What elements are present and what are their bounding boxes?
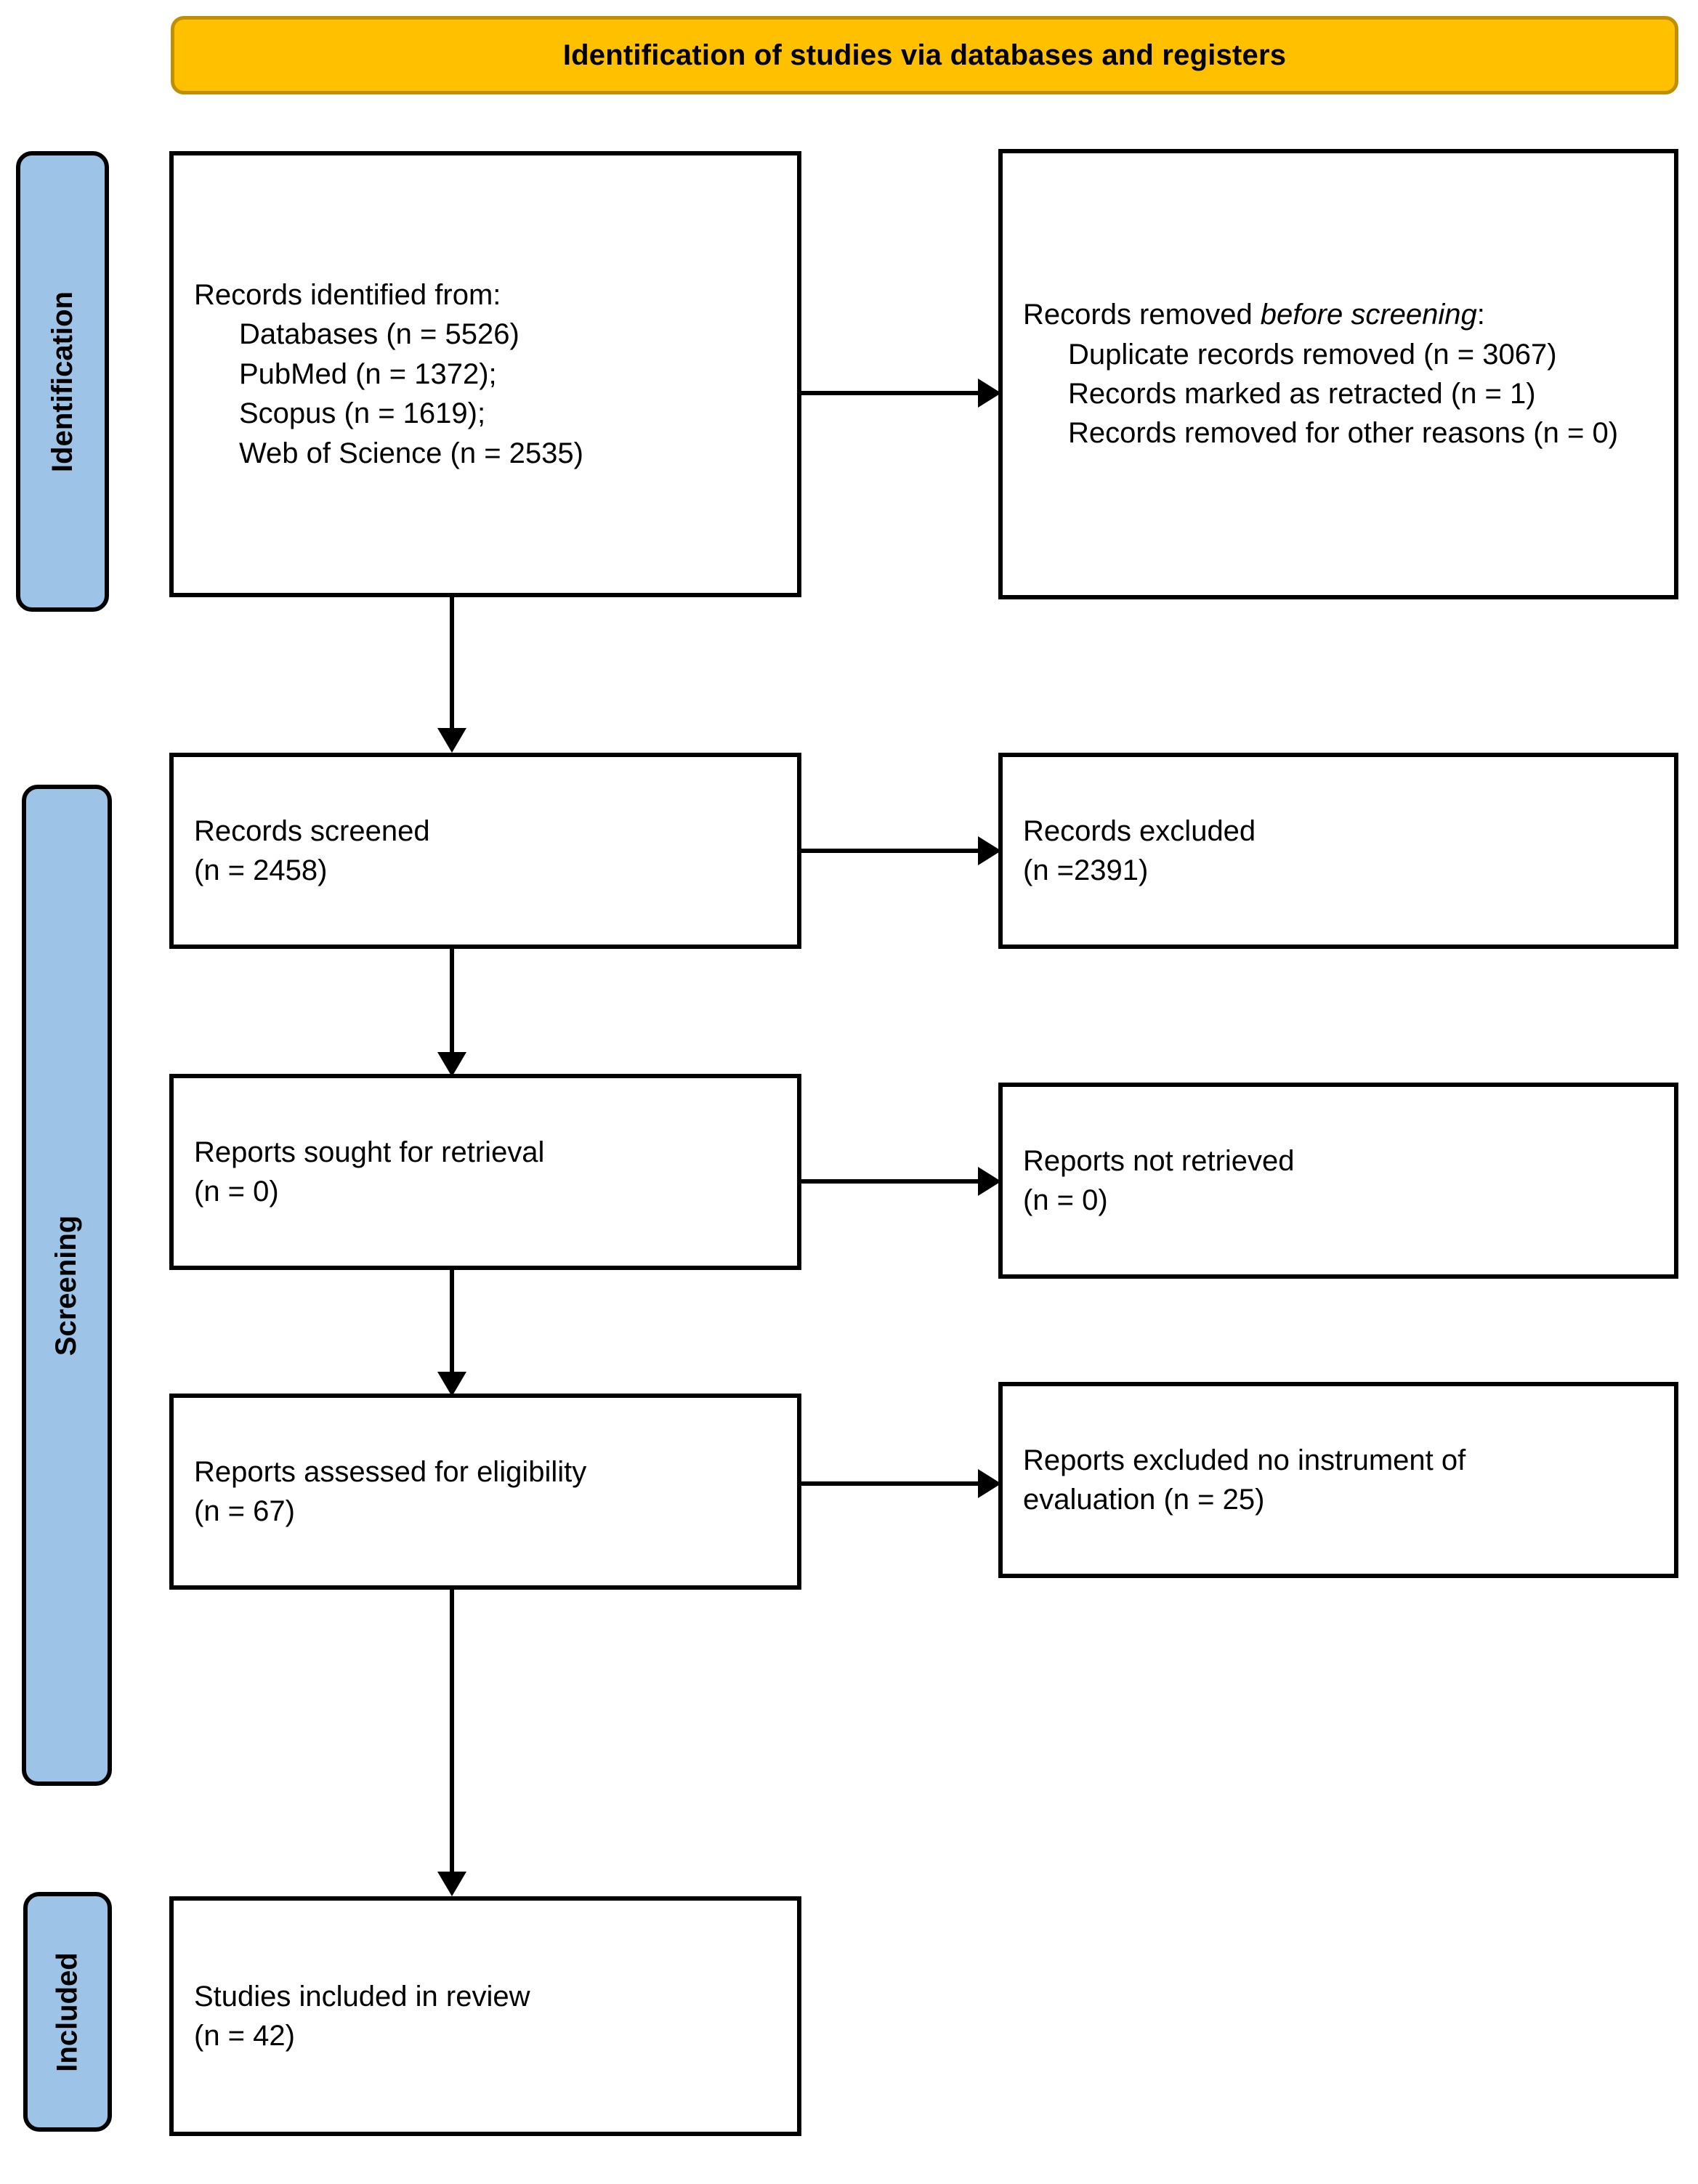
records-removed-heading-suffix: : xyxy=(1476,299,1485,331)
page-title: Identification of studies via databases … xyxy=(562,39,1287,71)
box-records-excluded-text: Records excluded (n =2391) xyxy=(1003,812,1674,891)
records-excluded-line-1: Records excluded xyxy=(1023,814,1256,847)
box-records-removed-text: Records removed before screening: Duplic… xyxy=(1003,295,1674,453)
box-studies-included-in-review: Studies included in review (n = 42) xyxy=(169,1896,801,2136)
reports-excluded-no-instrument-line-1: Reports excluded no instrument of xyxy=(1023,1444,1466,1476)
box-records-screened: Records screened (n = 2458) xyxy=(169,753,801,949)
diagram-header-banner: Identification of studies via databases … xyxy=(171,16,1678,94)
studies-included-line-2: (n = 42) xyxy=(194,2020,295,2052)
records-identified-line-1: PubMed (n = 1372); xyxy=(239,357,497,390)
box-records-identified: Records identified from: Databases (n = … xyxy=(169,151,801,597)
arrow-screened-to-sought xyxy=(433,949,471,1078)
arrow-assessed-to-excluded-no-instrument xyxy=(799,1465,1003,1502)
records-removed-line-2: Records removed for other reasons (n = 0… xyxy=(1068,417,1619,450)
box-reports-excluded-no-instrument: Reports excluded no instrument of evalua… xyxy=(998,1382,1678,1578)
records-identified-heading: Records identified from: xyxy=(194,279,501,312)
box-records-screened-text: Records screened (n = 2458) xyxy=(174,812,797,891)
box-reports-sought-text: Reports sought for retrieval (n = 0) xyxy=(174,1133,797,1212)
records-removed-heading-italic: before screening xyxy=(1260,299,1477,331)
arrow-sought-to-assessed xyxy=(433,1270,471,1398)
stage-bar-included: Included xyxy=(23,1892,112,2132)
reports-excluded-no-instrument-line-2: evaluation (n = 25) xyxy=(1023,1484,1265,1516)
records-excluded-line-2: (n =2391) xyxy=(1023,854,1149,886)
stage-label-identification: Identification xyxy=(46,291,78,472)
box-reports-not-retrieved: Reports not retrieved (n = 0) xyxy=(998,1083,1678,1279)
records-removed-line-1: Records marked as retracted (n = 1) xyxy=(1068,378,1536,410)
box-studies-included-text: Studies included in review (n = 42) xyxy=(174,1977,797,2056)
box-records-excluded: Records excluded (n =2391) xyxy=(998,753,1678,949)
records-screened-line-1: Records screened xyxy=(194,814,430,847)
stage-label-included: Included xyxy=(51,1952,84,2072)
stage-bar-screening: Screening xyxy=(22,785,112,1786)
studies-included-line-1: Studies included in review xyxy=(194,1980,530,2013)
records-identified-line-2: Scopus (n = 1619); xyxy=(239,397,486,430)
arrow-sought-to-not-retrieved xyxy=(799,1162,1003,1200)
stage-bar-identification: Identification xyxy=(16,151,109,612)
box-records-identified-text: Records identified from: Databases (n = … xyxy=(174,275,797,473)
arrow-identified-to-screened xyxy=(433,597,471,754)
arrow-assessed-to-included xyxy=(433,1590,471,1898)
stage-label-screening: Screening xyxy=(50,1215,83,1356)
reports-assessed-line-1: Reports assessed for eligibility xyxy=(194,1455,587,1488)
reports-sought-line-2: (n = 0) xyxy=(194,1176,279,1208)
reports-not-retrieved-line-1: Reports not retrieved xyxy=(1023,1144,1295,1177)
records-removed-heading-plain: Records removed xyxy=(1023,299,1261,331)
reports-sought-line-1: Reports sought for retrieval xyxy=(194,1136,545,1168)
box-reports-assessed-for-eligibility: Reports assessed for eligibility (n = 67… xyxy=(169,1394,801,1590)
records-removed-heading: Records removed before screening: xyxy=(1023,299,1485,331)
reports-not-retrieved-line-2: (n = 0) xyxy=(1023,1184,1108,1216)
reports-assessed-line-2: (n = 67) xyxy=(194,1495,295,1527)
records-removed-line-0: Duplicate records removed (n = 3067) xyxy=(1068,338,1557,371)
box-reports-assessed-text: Reports assessed for eligibility (n = 67… xyxy=(174,1452,797,1532)
box-records-removed-before-screening: Records removed before screening: Duplic… xyxy=(998,149,1678,599)
records-identified-line-3: Web of Science (n = 2535) xyxy=(239,437,583,469)
records-identified-line-0: Databases (n = 5526) xyxy=(239,318,519,351)
box-reports-excluded-no-instrument-text: Reports excluded no instrument of evalua… xyxy=(1003,1441,1674,1520)
arrow-screened-to-excluded xyxy=(799,832,1003,870)
records-screened-line-2: (n = 2458) xyxy=(194,854,328,886)
arrow-identified-to-removed xyxy=(799,374,1003,412)
box-reports-sought-for-retrieval: Reports sought for retrieval (n = 0) xyxy=(169,1074,801,1270)
box-reports-not-retrieved-text: Reports not retrieved (n = 0) xyxy=(1003,1141,1674,1221)
